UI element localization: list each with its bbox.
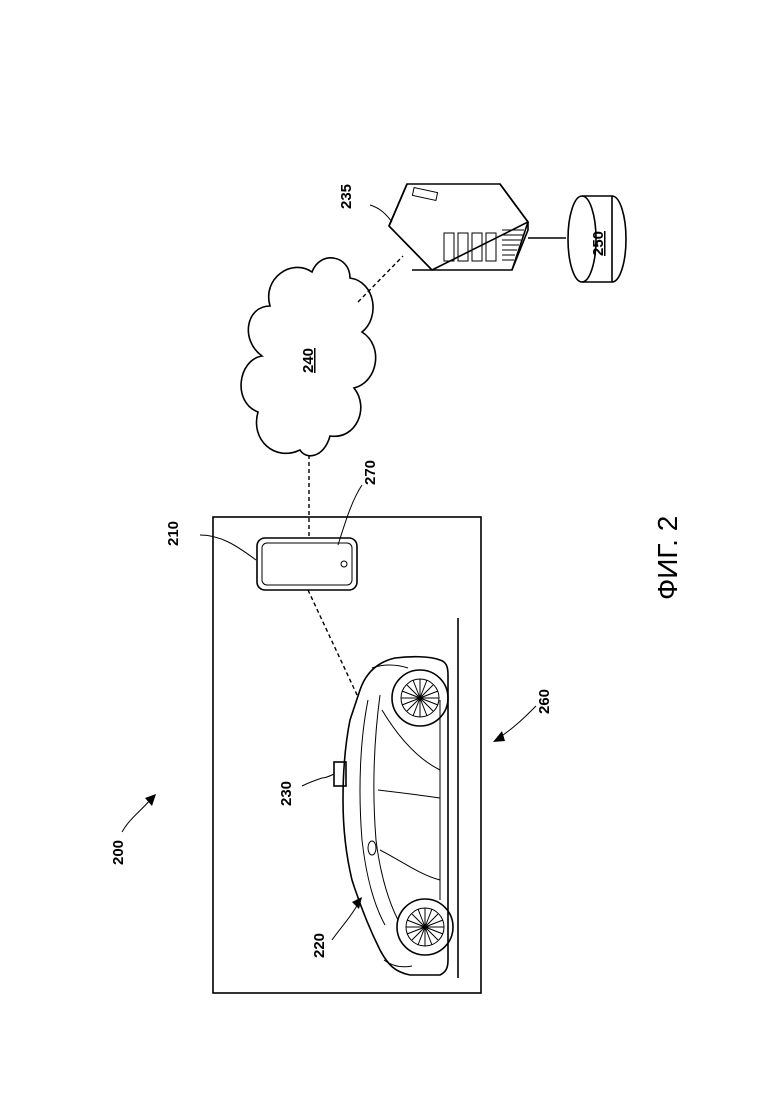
scene-frame xyxy=(213,517,481,993)
figure-caption: ФИГ. 2 xyxy=(652,516,683,600)
wheel-front xyxy=(397,899,453,955)
label-235: 235 xyxy=(338,184,355,209)
leader-220 xyxy=(332,904,358,940)
arrow-260-icon xyxy=(493,731,505,742)
leader-210 xyxy=(200,535,256,560)
label-270: 270 xyxy=(362,460,379,485)
label-250: 250 xyxy=(590,231,607,256)
leader-235 xyxy=(370,205,392,222)
server xyxy=(389,184,528,270)
wheel-rear xyxy=(392,670,448,726)
link-network-server xyxy=(358,256,403,302)
label-220: 220 xyxy=(311,933,328,958)
link-device-vehicle xyxy=(308,590,358,697)
arrow-220-icon xyxy=(352,897,362,909)
label-210: 210 xyxy=(165,521,182,546)
label-260: 260 xyxy=(536,689,553,714)
leader-200 xyxy=(122,800,150,832)
home-button-icon xyxy=(341,561,347,567)
label-230: 230 xyxy=(278,781,295,806)
leader-270 xyxy=(338,485,362,545)
label-200: 200 xyxy=(110,840,127,865)
mobile-device xyxy=(257,538,357,590)
label-240: 240 xyxy=(300,348,317,373)
leader-230 xyxy=(302,778,322,786)
leader-260 xyxy=(500,706,536,737)
